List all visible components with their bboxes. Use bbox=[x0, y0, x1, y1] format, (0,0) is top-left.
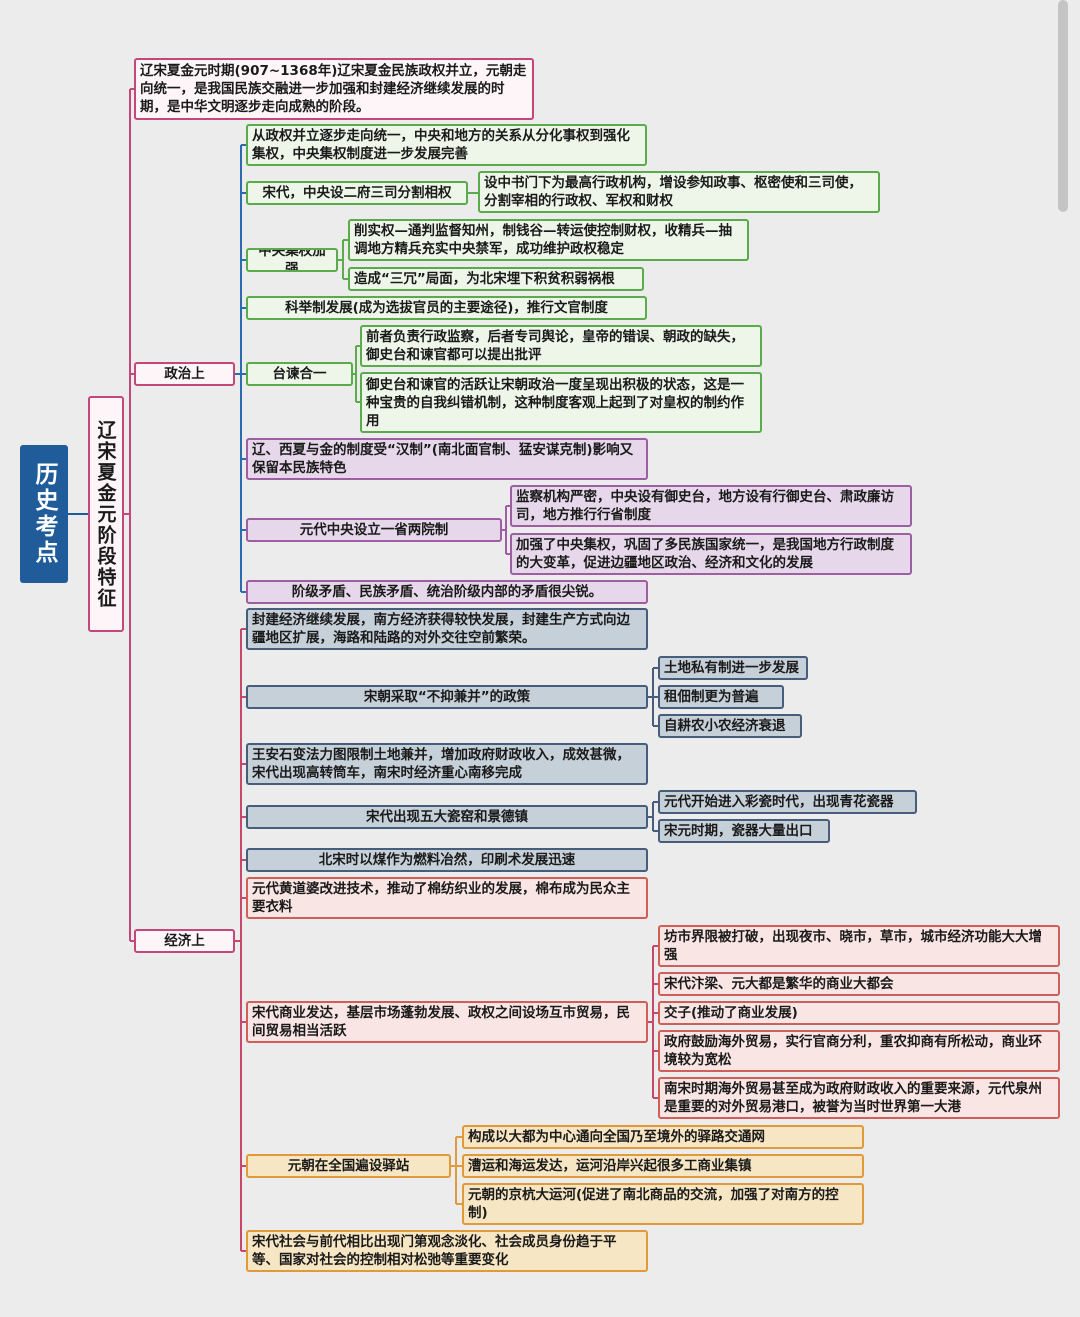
economy-postal-road-network: 构成以大都为中心通向全国乃至境外的驿路交通网 bbox=[462, 1125, 864, 1149]
politics-branch: 政治上 bbox=[134, 362, 235, 386]
politics-song-central-detail: 设中书门下为最高行政机构，增设参知政事、枢密使和三司使，分割宰相的行政权、军权和… bbox=[478, 171, 880, 213]
economy-coal-printing: 北宋时以煤作为燃料冶然，印刷术发展迅速 bbox=[246, 848, 648, 872]
economy-private-land: 土地私有制进一步发展 bbox=[658, 656, 808, 680]
economy-branch: 经济上 bbox=[134, 929, 235, 953]
politics-imperial-exam: 科举制发展(成为选拔官员的主要途径)，推行文官制度 bbox=[246, 296, 647, 320]
economy-jiaozi: 交子(推动了商业发展) bbox=[658, 1001, 1060, 1025]
economy-overview: 封建经济继续发展，南方经济获得较快发展，封建生产方式向边疆地区扩展，海路和陆路的… bbox=[246, 608, 648, 650]
economy-social-changes: 宋代社会与前代相比出现门第观念淡化、社会成员身份趋于平等、国家对社会的控制相对松… bbox=[246, 1230, 648, 1272]
main-title: 历史考点 bbox=[20, 445, 68, 583]
stage-title: 辽宋夏金元阶段特征 bbox=[88, 396, 124, 632]
politics-song-central-system: 宋代，中央设二府三司分割相权 bbox=[246, 181, 468, 205]
economy-quanzhou-port: 南宋时期海外贸易甚至成为政府财政收入的重要来源，元代泉州是重要的对外贸易港口，被… bbox=[658, 1077, 1060, 1119]
politics-censorate-role: 前者负责行政监察，后者专司舆论，皇帝的错误、朝政的缺失，御史台和谏官都可以提出批… bbox=[360, 325, 762, 367]
politics-centralization-measures: 削实权—通判监督知州，制钱谷—转运使控制财权，收精兵—抽调地方精兵充实中央禁军，… bbox=[348, 219, 749, 261]
economy-wang-anshi-reform: 王安石变法力图限制土地兼并，增加政府财政收入，成效甚微，宋代出现高转筒车，南宋时… bbox=[246, 743, 648, 785]
politics-yuan-supervision: 监察机构严密，中央设有御史台，地方设有行御史台、肃政廉访司，地方推行行省制度 bbox=[510, 485, 912, 527]
politics-censorate-remonstrance: 台谏合一 bbox=[246, 362, 353, 386]
economy-commercial-cities: 宋代汴梁、元大都是繁华的商业大都会 bbox=[658, 972, 1060, 996]
politics-yuan-central-system: 元代中央设立一省两院制 bbox=[246, 518, 502, 542]
economy-yuan-postal-stations: 元朝在全国遍设驿站 bbox=[246, 1154, 451, 1178]
politics-centralization-trend: 从政权并立逐步走向统一，中央和地方的关系从分化事权到强化集权，中央集权制度进一步… bbox=[246, 124, 647, 166]
economy-song-commerce: 宋代商业发达，基层市场蓬勃发展、政权之间设场互市贸易，民间贸易相当活跃 bbox=[246, 1001, 648, 1043]
politics-conflicts: 阶级矛盾、民族矛盾、统治阶级内部的矛盾很尖锐。 bbox=[246, 580, 648, 604]
economy-huang-daopo-cotton: 元代黄道婆改进技术，推动了棉纺织业的发展，棉布成为民众主要衣料 bbox=[246, 877, 648, 919]
economy-tenancy: 租佃制更为普遍 bbox=[658, 685, 784, 709]
economy-overseas-trade-policy: 政府鼓励海外贸易，实行官商分利，重农抑商有所松动，商业环境较为宽松 bbox=[658, 1030, 1060, 1072]
economy-porcelain-kilns: 宋代出现五大瓷窑和景德镇 bbox=[246, 805, 648, 829]
politics-yuan-province-effect: 加强了中央集权，巩固了多民族国家统一，是我国地方行政制度的大变革，促进边疆地区政… bbox=[510, 533, 912, 575]
economy-grand-canal: 元朝的京杭大运河(促进了南北商品的交流，加强了对南方的控制) bbox=[462, 1183, 864, 1225]
economy-porcelain-export: 宋元时期，瓷器大量出口 bbox=[658, 819, 830, 843]
politics-censorate-effect: 御史台和谏官的活跃让宋朝政治一度呈现出积极的状态，这是一种宝贵的自我纠错机制，这… bbox=[360, 372, 762, 433]
politics-centralization-effect: 造成“三冗”局面，为北宋埋下积贫积弱祸根 bbox=[348, 267, 644, 291]
vertical-scrollbar[interactable] bbox=[1058, 0, 1068, 212]
politics-centralization: 中央集权加强 bbox=[246, 248, 338, 272]
economy-smallholder-decline: 自耕农小农经济衰退 bbox=[658, 714, 802, 738]
economy-blue-white-porcelain: 元代开始进入彩瓷时代，出现青花瓷器 bbox=[658, 790, 917, 814]
intro-summary: 辽宋夏金元时期(907~1368年)辽宋夏金民族政权并立，元朝走向统一，是我国民… bbox=[134, 58, 534, 120]
politics-liao-xia-jin-system: 辽、西夏与金的制度受“汉制”(南北面官制、猛安谋克制)影响又保留本民族特色 bbox=[246, 438, 648, 480]
economy-ward-market-breakdown: 坊市界限被打破，出现夜市、晓市，草市，城市经济功能大大增强 bbox=[658, 925, 1060, 967]
economy-song-land-policy: 宋朝采取“不抑兼并”的政策 bbox=[246, 685, 648, 709]
economy-canal-transport: 漕运和海运发达，运河沿岸兴起很多工商业集镇 bbox=[462, 1154, 864, 1178]
